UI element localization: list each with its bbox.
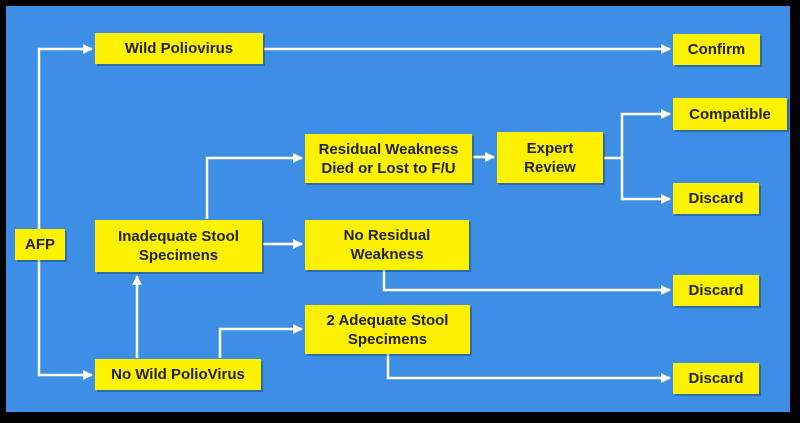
node-compatible: Compatible (673, 98, 787, 130)
arrow-afp-to-wild (37, 44, 93, 229)
node-inadequate-stool-label: Inadequate Stool Specimens (118, 228, 239, 264)
node-no-wild-poliovirus: No Wild PolioVirus (95, 359, 261, 390)
node-no-residual-weakness: No Residual Weakness (305, 220, 469, 270)
node-confirm: Confirm (673, 34, 760, 65)
arrow-noresidual-to-discard (382, 270, 671, 295)
arrow-adequate-to-discard (386, 354, 671, 383)
node-discard-adequate: Discard (673, 363, 759, 394)
node-confirm-label: Confirm (687, 41, 746, 58)
node-two-adequate-stool-label: 2 Adequate Stool Specimens (326, 311, 449, 348)
node-inadequate-stool: Inadequate Stool Specimens (95, 220, 262, 272)
arrow-inadequate-to-residual (205, 153, 303, 219)
node-discard-noresidual-label: Discard (688, 282, 744, 299)
node-residual-weakness-label: Residual Weakness Died or Lost to F/U (318, 140, 459, 177)
node-residual-weakness: Residual Weakness Died or Lost to F/U (305, 134, 472, 183)
node-expert-review-label: Expert Review (524, 139, 576, 176)
node-wild-poliovirus: Wild Poliovirus (95, 33, 263, 64)
node-compatible-label: Compatible (689, 105, 771, 123)
node-discard-expert-label: Discard (688, 190, 744, 207)
node-discard-adequate-label: Discard (688, 370, 744, 387)
node-discard-expert: Discard (673, 183, 759, 214)
arrow-expert-to-discard (620, 158, 671, 204)
node-afp: AFP (15, 229, 65, 260)
node-discard-noresidual: Discard (673, 275, 759, 306)
node-two-adequate-stool: 2 Adequate Stool Specimens (305, 305, 470, 354)
node-expert-review: Expert Review (497, 132, 603, 183)
arrow-expert-to-compatible (620, 109, 671, 158)
node-no-wild-poliovirus-label: No Wild PolioVirus (111, 366, 245, 383)
node-afp-label: AFP (25, 236, 55, 253)
arrow-nowild-to-adequate (218, 324, 303, 358)
node-no-residual-weakness-label: No Residual Weakness (343, 227, 431, 263)
node-wild-poliovirus-label: Wild Poliovirus (124, 40, 234, 57)
arrow-afp-to-nowild (37, 260, 93, 380)
